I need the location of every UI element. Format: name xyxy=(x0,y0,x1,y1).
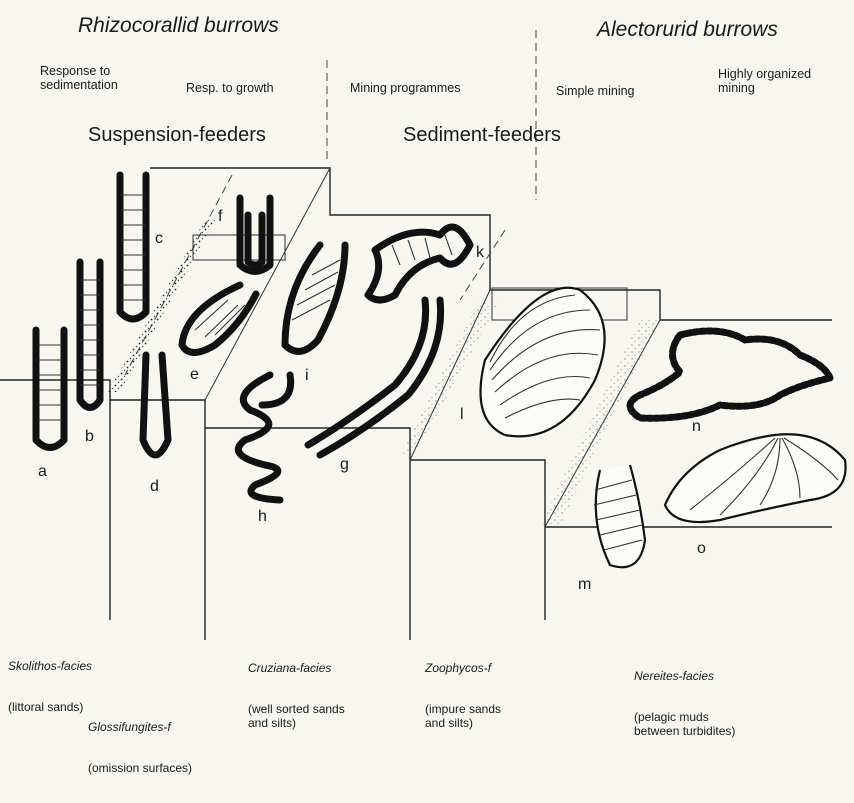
facies-zoophycos-name: Zoophycos-f xyxy=(425,662,501,676)
burrow-o xyxy=(665,434,846,522)
facies-cruziana-desc: (well sorted sands and silts) xyxy=(248,703,345,731)
facies-skolithos: Skolithos-facies (littoral sands) xyxy=(8,632,92,742)
burrow-d xyxy=(143,355,168,455)
burrow-m xyxy=(594,465,645,567)
label-g: g xyxy=(340,456,349,474)
suspension-feeders-label: Suspension-feeders xyxy=(88,124,266,147)
sediment-feeders-label: Sediment-feeders xyxy=(403,124,561,147)
facies-nereites: Nereites-facies (pelagic muds between tu… xyxy=(634,642,735,766)
burrow-e xyxy=(182,285,256,353)
label-c: c xyxy=(155,230,163,248)
burrow-l xyxy=(481,288,605,437)
subheader-response-sedimentation: Response to sedimentation xyxy=(40,64,118,93)
label-e: e xyxy=(190,366,199,384)
facies-glossifungites-desc: (omission surfaces) xyxy=(88,762,192,776)
facies-glossifungites-name: Glossifungites-f xyxy=(88,721,192,735)
burrow-i xyxy=(285,245,345,351)
burrow-k xyxy=(368,227,470,300)
trace-fossil-facies-diagram: Rhizocorallid burrows Alectorurid burrow… xyxy=(0,0,854,735)
label-i: i xyxy=(305,367,309,385)
burrow-b xyxy=(80,262,100,408)
facies-nereites-desc: (pelagic muds between turbidites) xyxy=(634,711,735,739)
burrow-n xyxy=(630,331,830,418)
facies-skolithos-desc: (littoral sands) xyxy=(8,701,92,715)
facies-nereites-name: Nereites-facies xyxy=(634,670,735,684)
label-o: o xyxy=(697,540,706,558)
subheader-simple-mining: Simple mining xyxy=(556,84,635,98)
facies-skolithos-name: Skolithos-facies xyxy=(8,660,92,674)
burrow-a xyxy=(36,330,64,448)
facies-zoophycos: Zoophycos-f (impure sands and silts) xyxy=(425,634,501,758)
label-k: k xyxy=(476,244,484,262)
subheader-mining-programmes: Mining programmes xyxy=(350,81,460,95)
label-l: l xyxy=(460,406,464,424)
label-m: m xyxy=(578,576,591,594)
label-n: n xyxy=(692,418,701,436)
subheader-resp-growth: Resp. to growth xyxy=(186,81,274,95)
label-d: d xyxy=(150,478,159,496)
label-b: b xyxy=(85,428,94,446)
facies-cruziana-name: Cruziana-facies xyxy=(248,662,345,676)
label-h: h xyxy=(258,508,267,526)
facies-glossifungites: Glossifungites-f (omission surfaces) xyxy=(88,693,192,803)
facies-cruziana: Cruziana-facies (well sorted sands and s… xyxy=(248,634,345,758)
stepped-sediment-block xyxy=(0,168,832,640)
label-f: f xyxy=(218,208,222,226)
alectorurid-header: Alectorurid burrows xyxy=(597,18,778,42)
subheader-highly-organized: Highly organized mining xyxy=(718,67,811,96)
facies-zoophycos-desc: (impure sands and silts) xyxy=(425,703,501,731)
label-a: a xyxy=(38,463,47,481)
burrow-c xyxy=(120,175,146,319)
diagram-drawing xyxy=(0,0,854,735)
rhizocorallid-header: Rhizocorallid burrows xyxy=(78,14,279,38)
burrow-h xyxy=(238,375,290,500)
